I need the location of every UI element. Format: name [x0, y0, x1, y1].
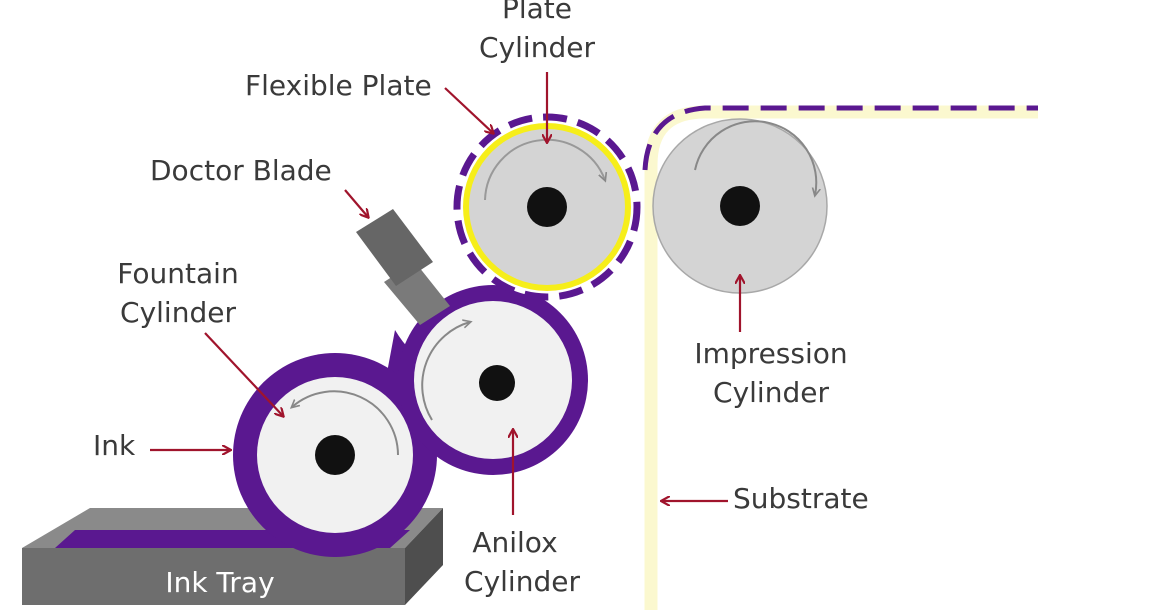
callout-arrows	[150, 72, 740, 515]
flexible-plate-arrow	[444, 87, 493, 133]
substrate-label: Substrate	[733, 482, 869, 515]
plate-hub	[527, 187, 567, 227]
fountain-hub	[315, 435, 355, 475]
plate-cylinder-label-line2: Cylinder	[479, 31, 595, 64]
anilox-cylinder-label-line1: Anilox	[472, 526, 557, 559]
ink-label: Ink	[93, 429, 136, 462]
ink-tray-label: Ink Tray	[165, 566, 274, 599]
doctor-blade	[356, 209, 450, 325]
impression-cylinder-label-line1: Impression	[694, 337, 847, 370]
anilox-cylinder	[414, 301, 572, 459]
plate-rotation-arrow	[484, 138, 605, 201]
plate-cylinder-label-line1: Plate	[502, 0, 572, 25]
impression-hub	[720, 186, 760, 226]
flexible-plate-label: Flexible Plate	[245, 69, 432, 102]
labels: Plate Cylinder Flexible Plate Doctor Bla…	[93, 0, 869, 599]
impression-cylinder-label-line2: Cylinder	[713, 376, 829, 409]
impression-rotation-arrow	[694, 120, 816, 195]
fountain-rotation-arrow	[292, 390, 399, 456]
anilox-cylinder-label-line2: Cylinder	[464, 565, 580, 598]
fountain-cylinder-label-line2: Cylinder	[120, 296, 236, 329]
fountain-cylinder	[257, 377, 413, 533]
plate-cylinder	[453, 113, 641, 301]
fountain-cylinder-arrow	[204, 332, 283, 416]
anilox-rotation-arrow	[421, 322, 470, 421]
fountain-cylinder-label-line1: Fountain	[117, 257, 238, 290]
substrate-web	[642, 105, 1038, 610]
anilox-hub	[479, 365, 515, 401]
doctor-blade-label: Doctor Blade	[150, 154, 332, 187]
doctor-blade-arrow	[344, 189, 368, 217]
impression-cylinder	[652, 118, 828, 294]
